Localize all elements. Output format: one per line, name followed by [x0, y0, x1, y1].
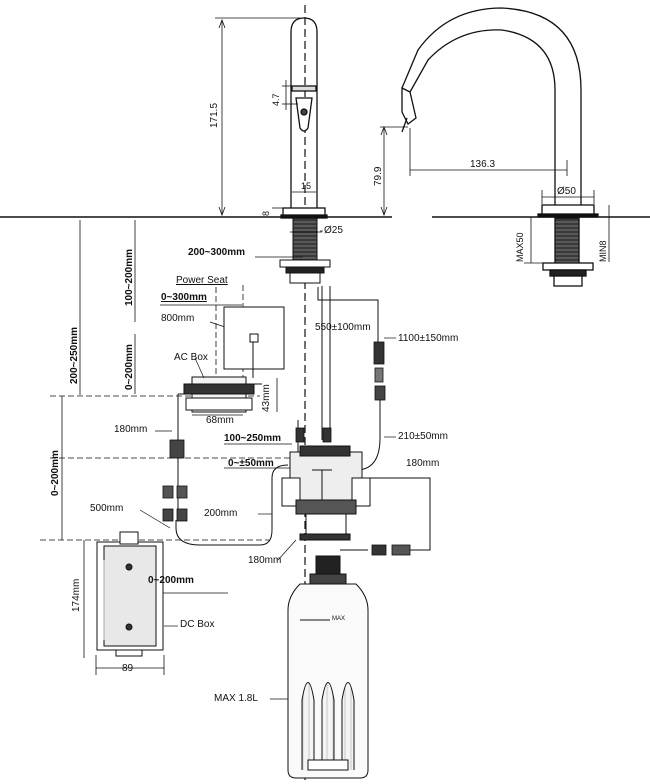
height-4-7-label: 4.7: [271, 93, 281, 106]
faucet-side-view: [401, 7, 599, 287]
connectors: [162, 341, 411, 556]
range-0-200-c-label: 0~200mm: [148, 575, 194, 586]
range-200-300-label: 200~300mm: [188, 247, 245, 258]
range-0-200-b-label: 0~200mm: [50, 450, 61, 496]
length-800-label: 800mm: [161, 313, 195, 324]
ac-box: [177, 376, 262, 438]
length-180-b-label: 180mm: [406, 458, 440, 469]
max-fill-mark: MAX: [332, 616, 346, 622]
dc-box: [96, 531, 164, 657]
length-180-c-label: 180mm: [248, 555, 282, 566]
power-seat: [223, 306, 285, 378]
range-0-300-label: 0~300mm: [161, 292, 207, 303]
power-seat-label: Power Seat: [176, 275, 228, 286]
range-0-50-label: 0~±50mm: [228, 458, 274, 469]
shank: [279, 217, 331, 284]
length-200-label: 200mm: [204, 508, 238, 519]
length-500-label: 500mm: [90, 503, 124, 514]
length-180-a-label: 180mm: [114, 424, 148, 435]
min8-label: MIN8: [598, 240, 608, 262]
width-68-label: 68mm: [206, 415, 234, 426]
ac-box-label: AC Box: [174, 352, 208, 363]
length-550-label: 550±100mm: [315, 322, 371, 333]
solenoid-valve: [281, 445, 371, 541]
length-210-label: 210±50mm: [398, 431, 448, 442]
max50-label: MAX50: [515, 232, 525, 262]
length-1100-label: 1100±150mm: [398, 333, 459, 344]
height-8-label: 8: [261, 210, 271, 216]
dc-box-label: DC Box: [180, 619, 215, 630]
diameter-50-label: Ø50: [557, 186, 576, 197]
height-43-label: 43mm: [261, 384, 272, 412]
range-100-250-label: 100~250mm: [224, 433, 281, 444]
height-174-label: 174mm: [71, 578, 82, 612]
width-89-label: 89: [122, 663, 134, 674]
width-15-label: 15: [301, 181, 312, 191]
range-100-200-label: 100~200mm: [124, 249, 135, 306]
max-capacity-label: MAX 1.8L: [214, 693, 258, 704]
range-200-250-label: 200~250mm: [69, 327, 80, 384]
soap-container: [287, 555, 369, 779]
diameter-25-label: Ø25: [324, 225, 343, 236]
range-0-200-a-label: 0~200mm: [124, 344, 135, 390]
width-136-label: 136.3: [470, 159, 496, 170]
leader-lines: [139, 230, 396, 700]
height-171-label: 171.5: [209, 102, 220, 128]
height-79-label: 79.9: [373, 166, 384, 186]
